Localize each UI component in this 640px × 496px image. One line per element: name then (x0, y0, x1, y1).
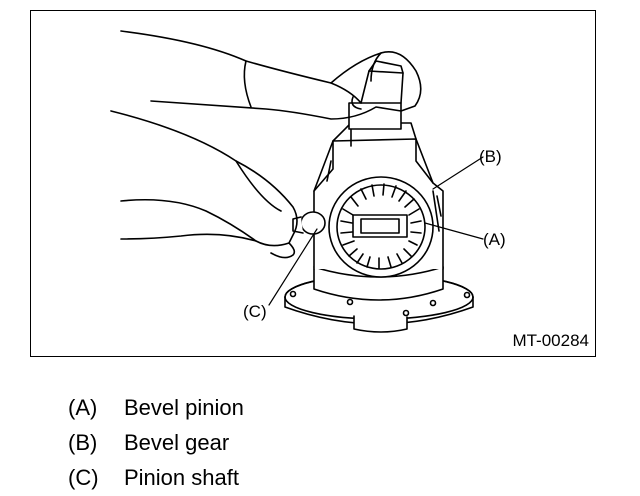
upper-hand (120, 30, 422, 120)
legend-row-a: (A) Bevel pinion (68, 390, 244, 425)
legend-text: Bevel gear (124, 429, 230, 455)
callout-a: (A) (483, 230, 506, 249)
legend-text: Pinion shaft (124, 464, 239, 490)
legend-text: Bevel pinion (124, 394, 244, 420)
callout-leaders (268, 156, 484, 306)
legend-key: (C) (68, 464, 99, 490)
legend-row-c: (C) Pinion shaft (68, 460, 244, 495)
pinion-shaft-end (292, 211, 326, 235)
figure-id: MT-00284 (512, 331, 589, 350)
legend-row-b: (B) Bevel gear (68, 425, 244, 460)
legend-key: (A) (68, 394, 98, 420)
callout-c: (C) (243, 302, 267, 321)
legend-key: (B) (68, 429, 98, 455)
legend: (A) Bevel pinion (B) Bevel gear (C) Pini… (68, 390, 244, 495)
differential-illustration (110, 30, 484, 333)
figure-frame: (B) (A) (C) MT-00284 (30, 10, 596, 357)
lower-hand (110, 110, 298, 259)
callout-b: (B) (479, 147, 502, 166)
differential-case (313, 60, 444, 301)
